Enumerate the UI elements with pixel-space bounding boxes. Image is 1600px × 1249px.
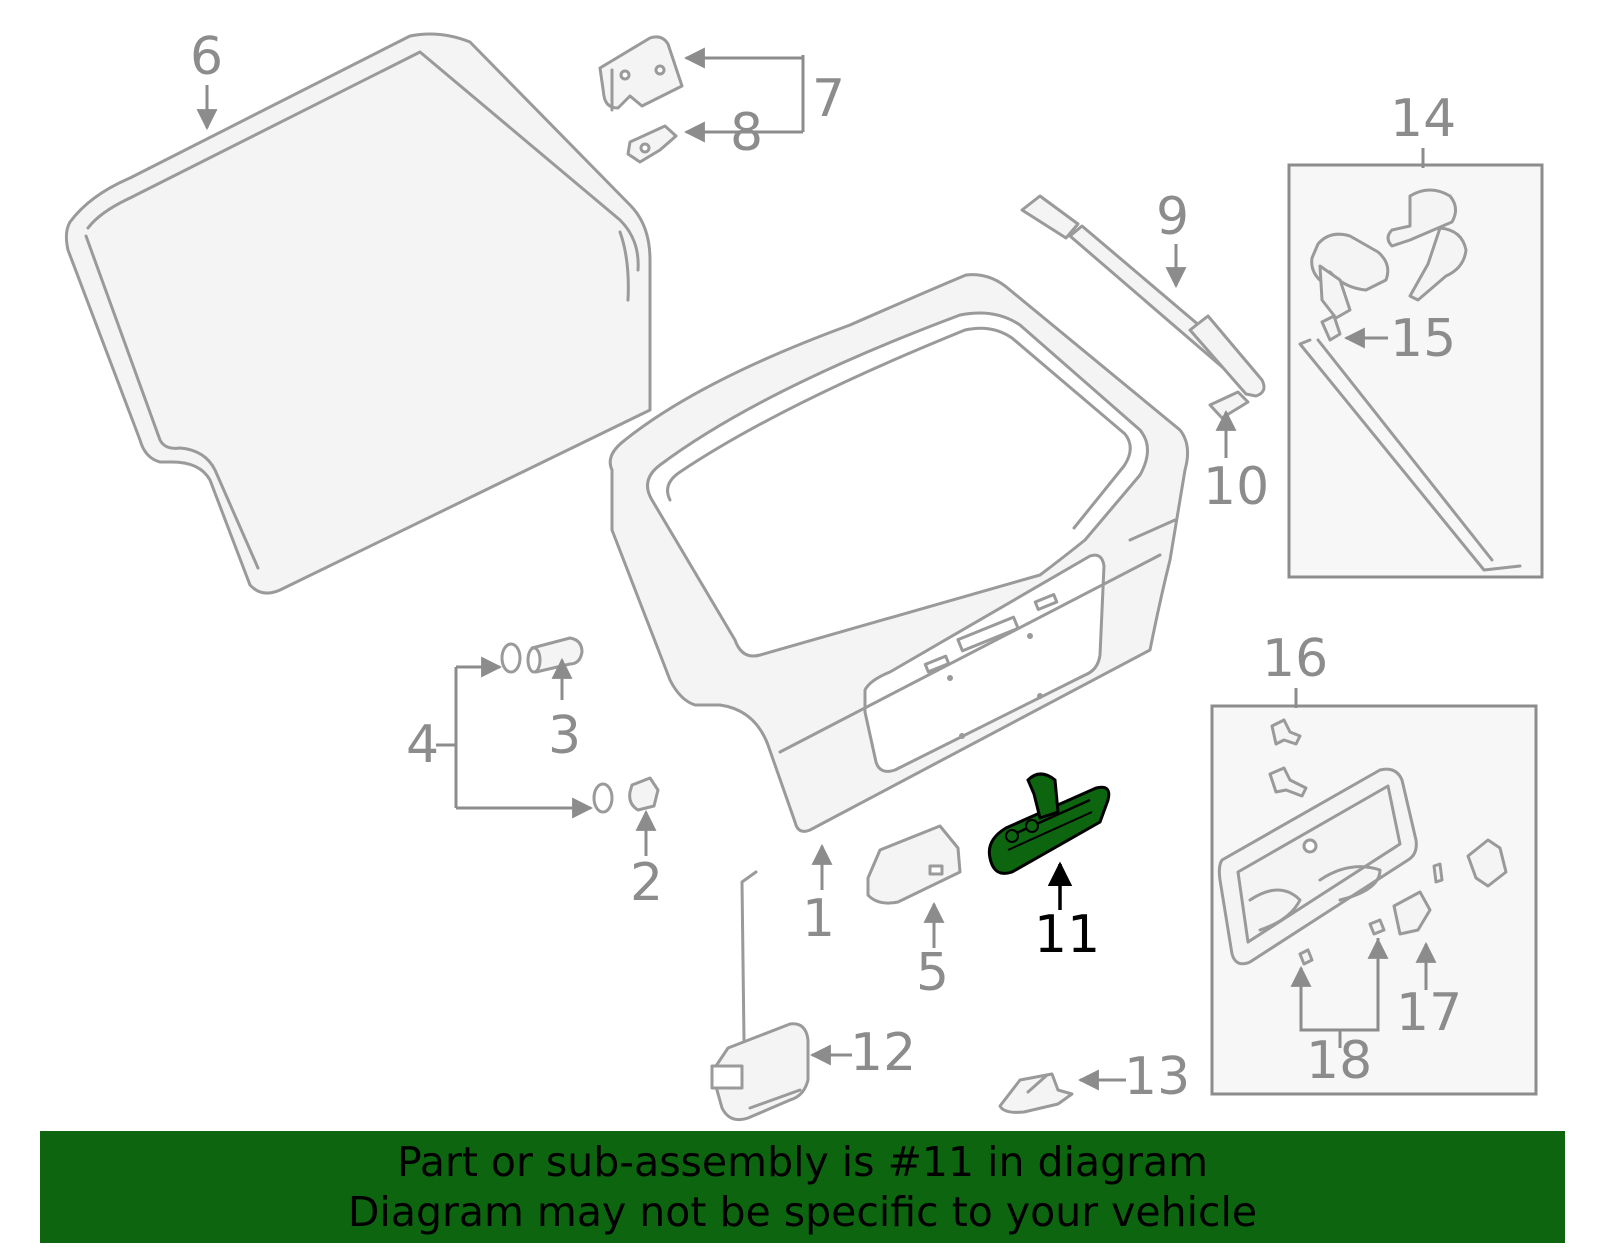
cushion-part-3 [526, 636, 584, 674]
callout-labels: 1 2 3 4 5 6 7 8 9 10 11 12 13 14 15 16 1… [190, 27, 1462, 1107]
callout-10: 10 [1203, 457, 1269, 517]
license-lamp-part-5 [866, 824, 962, 905]
callout-9: 9 [1156, 187, 1189, 247]
banner-line-1: Part or sub-assembly is #11 in diagram [396, 1138, 1209, 1186]
liftgate-part-1 [608, 273, 1190, 833]
gas-strut-part-9 [1020, 194, 1266, 398]
grommet-part-4-upper [500, 642, 522, 674]
striker-part-13 [998, 1072, 1074, 1114]
hinge-shim-part-8 [626, 124, 678, 164]
callout-5: 5 [916, 943, 949, 1003]
callout-6: 6 [190, 27, 223, 87]
bolt-upper [1270, 718, 1302, 746]
license-bracket-part-16 [1217, 767, 1418, 966]
bumper-part-2 [628, 776, 660, 812]
callout-3: 3 [548, 706, 581, 766]
banner-line-2: Diagram may not be specific to your vehi… [347, 1188, 1258, 1236]
clips-part-18 [1298, 918, 1386, 966]
grommet-part-4-lower [592, 782, 614, 814]
hinge-part-7 [598, 35, 684, 112]
callout-13: 13 [1124, 1047, 1190, 1107]
callout-12: 12 [850, 1023, 916, 1083]
lock-cylinder-part-14 [1310, 188, 1468, 320]
liftgate-handle-part-11 [987, 772, 1111, 875]
rear-glass-part-6 [64, 32, 652, 595]
callout-18: 18 [1306, 1031, 1372, 1091]
callout-15: 15 [1390, 309, 1456, 369]
lock-rod [1298, 338, 1522, 572]
latch-part-12 [710, 870, 810, 1122]
callout-11: 11 [1034, 905, 1100, 965]
callout-1: 1 [802, 889, 835, 949]
lock-clip-part-15 [1320, 314, 1342, 342]
callout-7: 7 [812, 69, 845, 129]
callout-16: 16 [1262, 629, 1328, 689]
leader-lines [196, 47, 1437, 1091]
callout-4: 4 [406, 715, 439, 775]
retainer-part-17 [1392, 838, 1508, 936]
callout-2: 2 [630, 853, 663, 913]
stopper-part-10 [1208, 390, 1250, 420]
callout-8: 8 [730, 103, 763, 163]
bolt-lower [1268, 766, 1308, 798]
callout-17: 17 [1396, 983, 1462, 1043]
callout-14: 14 [1390, 89, 1456, 149]
diagram-notice-banner: Part or sub-assembly is #11 in diagram D… [40, 1131, 1565, 1243]
